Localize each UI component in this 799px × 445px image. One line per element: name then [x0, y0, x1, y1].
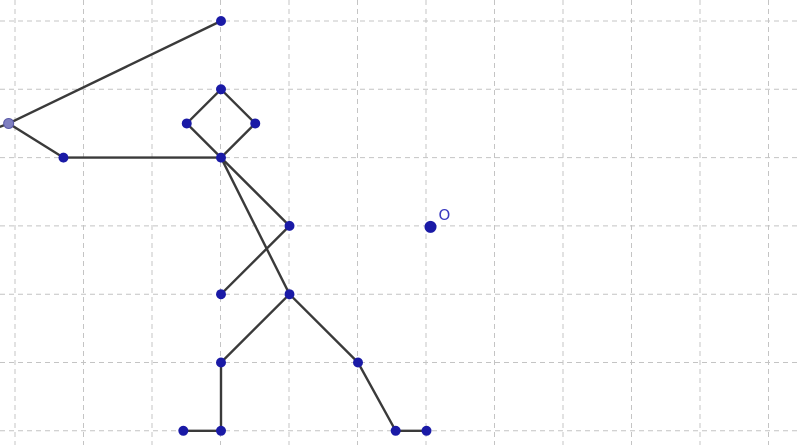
point-head-left[interactable]	[181, 118, 192, 129]
segment-hip-to-knee-left[interactable]	[219, 293, 291, 364]
center-point-o[interactable]	[424, 220, 437, 233]
point-elbow[interactable]	[58, 152, 69, 163]
point-bat-top[interactable]	[216, 16, 226, 26]
segment-neck-to-hip[interactable]	[219, 156, 291, 296]
segment-head-right-to-neck[interactable]	[219, 122, 257, 159]
point-ankle-left[interactable]	[216, 425, 226, 436]
segment-head-top-to-head-left[interactable]	[185, 88, 223, 125]
point-toe-right[interactable]	[421, 425, 432, 436]
segment-neck-to-arm-right[interactable]	[219, 156, 291, 228]
point-knee-left[interactable]	[216, 357, 226, 368]
point-neck[interactable]	[216, 152, 226, 163]
stick-figure-points	[3, 16, 432, 436]
segment-knee-right-to-ankle-right[interactable]	[356, 361, 397, 432]
point-bat-hand[interactable]	[3, 117, 15, 129]
point-ankle-right[interactable]	[390, 425, 401, 436]
center-point-group: O	[424, 206, 451, 233]
stick-figure-segments	[0, 19, 428, 432]
segment-hip-to-knee-right[interactable]	[288, 293, 360, 364]
segment-head-top-to-head-right[interactable]	[219, 88, 257, 125]
point-arm-right[interactable]	[284, 220, 295, 231]
segment-bat-top-to-bat-hand[interactable]	[7, 19, 223, 125]
segment-bat-hand-to-elbow[interactable]	[7, 122, 65, 159]
point-toe-left[interactable]	[178, 425, 189, 436]
segment-head-left-to-neck[interactable]	[185, 122, 223, 159]
point-head-right[interactable]	[250, 118, 261, 129]
segment-arm-right-to-hand-right[interactable]	[219, 224, 291, 296]
center-point-label: O	[439, 206, 451, 224]
point-hip[interactable]	[284, 289, 295, 300]
point-head-top[interactable]	[216, 84, 226, 95]
point-hand-right[interactable]	[216, 289, 226, 300]
point-knee-right[interactable]	[353, 357, 363, 368]
